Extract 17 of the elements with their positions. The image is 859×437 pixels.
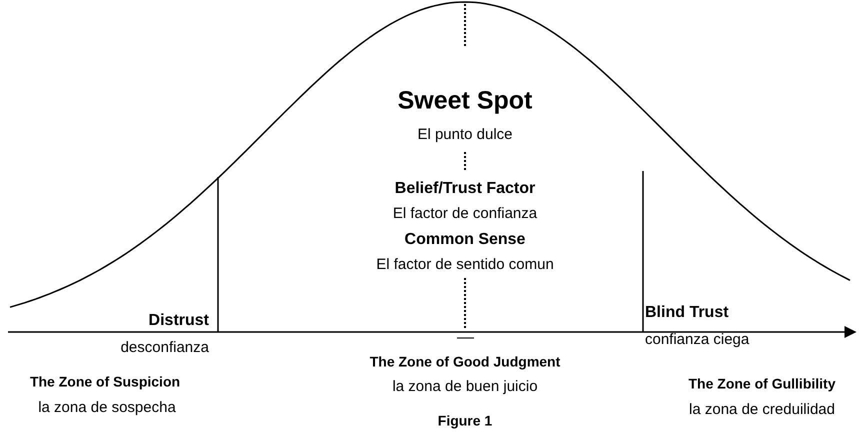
zone-title: The Zone of Gullibility bbox=[688, 374, 836, 394]
region-label: Distrust bbox=[148, 311, 209, 331]
region-sublabel: desconfianza bbox=[120, 338, 209, 358]
zone-title: The Zone of Suspicion bbox=[30, 372, 180, 392]
zone-subtitle: la zona de sospecha bbox=[38, 398, 176, 418]
zone-subtitle: la zona de creduilidad bbox=[689, 400, 835, 420]
zone-subtitle: la zona de buen juicio bbox=[392, 376, 538, 397]
peak-title: Sweet Spot bbox=[398, 85, 532, 116]
factor-subtitle: El factor de sentido comun bbox=[376, 254, 554, 275]
peak-subtitle: El punto dulce bbox=[417, 124, 513, 145]
factor-subtitle: El factor de confianza bbox=[392, 204, 538, 224]
factor-title: Belief/Trust Factor bbox=[394, 179, 536, 199]
region-label: Blind Trust bbox=[645, 303, 729, 323]
zone-title: The Zone of Good Judgment bbox=[370, 352, 560, 372]
region-sublabel: confianza ciega bbox=[645, 330, 750, 350]
figure-caption: Figure 1 bbox=[438, 412, 492, 430]
factor-title: Common Sense bbox=[404, 230, 526, 250]
